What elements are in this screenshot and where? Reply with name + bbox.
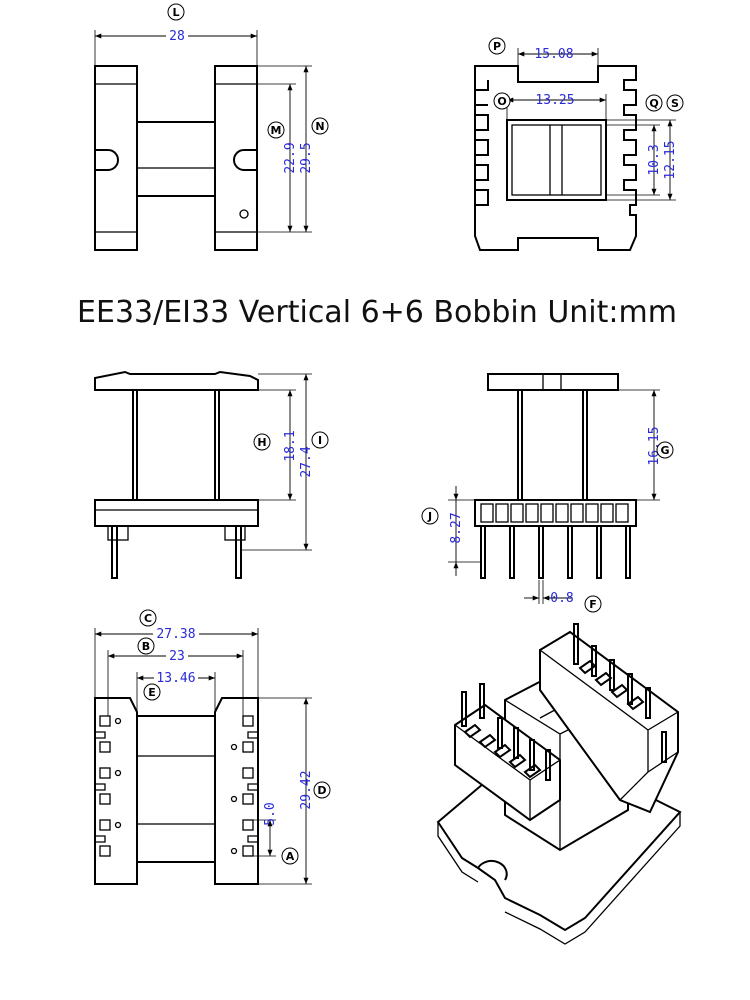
callout-A: A — [286, 850, 295, 863]
top-view: 28 L 22.9 29.5 M N — [94, 3, 329, 251]
isometric-view — [436, 623, 682, 945]
callout-O: O — [497, 95, 506, 108]
callout-P: P — [493, 40, 501, 53]
drawing-title: EE33/EI33 Vertical 6+6 Bobbin Unit:mm — [77, 295, 677, 330]
side-view: 16.15 G 8.27 J 0.8 F — [421, 373, 674, 613]
callout-Q: Q — [649, 97, 658, 110]
dim-D-value: 29.42 — [299, 770, 314, 809]
dim-S-value: 12.15 — [663, 140, 678, 179]
callout-N: N — [315, 120, 324, 133]
callout-B: B — [142, 640, 150, 653]
callout-L: L — [172, 6, 179, 19]
dim-J-value: 8.27 — [449, 512, 464, 543]
dim-P-value: 15.08 — [534, 47, 573, 62]
callout-M: M — [271, 124, 282, 137]
callout-F: F — [589, 598, 597, 611]
end-view: 15.08 P 13.25 O 10.3 12.15 Q S — [474, 37, 684, 251]
dim-I-value: 27.4 — [299, 446, 314, 477]
dim-A-value: 5.0 — [263, 802, 278, 825]
dim-Q-value: 10.3 — [647, 144, 662, 175]
dim-M-value: 22.9 — [283, 142, 298, 173]
dim-C-value: 27.38 — [156, 627, 195, 642]
callout-E: E — [148, 686, 156, 699]
front-view: 18.1 27.4 H I — [94, 370, 329, 579]
dim-G-value: 16.15 — [647, 426, 662, 465]
callout-D: D — [317, 784, 326, 797]
dim-F-value: 0.8 — [550, 591, 573, 606]
callout-I: I — [318, 434, 322, 447]
callout-C: C — [144, 612, 152, 625]
dim-E-value: 13.46 — [156, 671, 195, 686]
bottom-view: 27.38 23 13.46 C B E 5.0 29.42 A D — [94, 609, 331, 885]
callout-S: S — [671, 97, 679, 110]
dim-O-value: 13.25 — [535, 93, 574, 108]
callout-G: G — [660, 444, 669, 457]
dim-N-value: 29.5 — [299, 142, 314, 173]
dim-B-value: 23 — [169, 649, 185, 664]
dim-H-value: 18.1 — [283, 430, 298, 461]
callout-H: H — [257, 436, 266, 449]
callout-J: J — [427, 510, 432, 523]
dim-L-value: 28 — [169, 29, 185, 44]
